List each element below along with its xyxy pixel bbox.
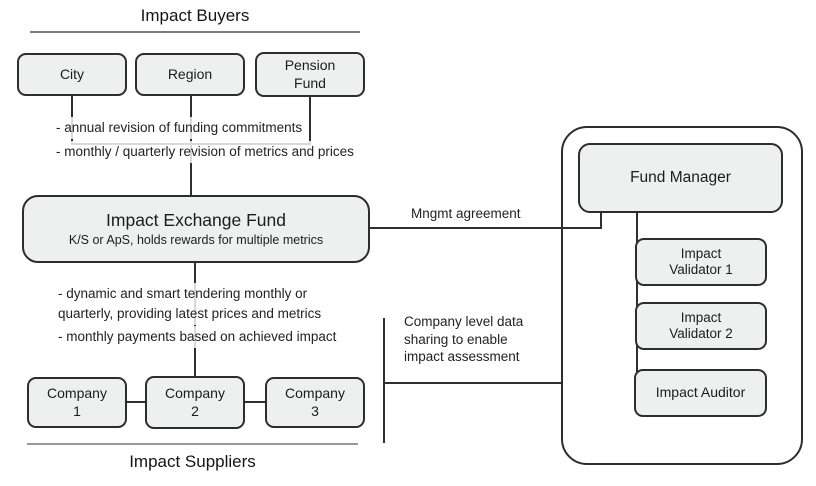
fund-manager-node: Fund Manager xyxy=(578,143,783,213)
impact-validator-1-node: Impact Validator 1 xyxy=(635,238,767,286)
note-monthly-payments: - monthly payments based on achieved imp… xyxy=(54,326,341,348)
connector-pension-down xyxy=(309,96,311,144)
pension-fund-label-line1: Pension xyxy=(284,57,336,74)
impact-validator-2-label-line1: Impact xyxy=(680,309,722,325)
pension-fund-label-line2: Fund xyxy=(294,74,326,91)
pension-fund-node: Pension Fund xyxy=(255,52,365,97)
note-dynamic-tendering-line1: - dynamic and smart tendering monthly or xyxy=(58,286,308,301)
connector-manager-to-validators xyxy=(636,212,638,372)
impact-validator-2-node: Impact Validator 2 xyxy=(635,302,767,350)
data-sharing-line3: impact assessment xyxy=(404,349,520,364)
note-annual-revision: - annual revision of funding commitments xyxy=(52,117,307,139)
divider-data-sharing xyxy=(383,318,385,443)
connector-fund-to-manager xyxy=(370,227,602,229)
impact-exchange-fund-subtitle: K/S or ApS, holds rewards for multiple m… xyxy=(68,233,324,248)
company-3-node: Company 3 xyxy=(265,377,365,428)
fund-manager-label: Fund Manager xyxy=(630,168,731,186)
company-2-label-line2: 2 xyxy=(191,402,199,419)
impact-auditor-node: Impact Auditor xyxy=(634,369,767,417)
region-node: Region xyxy=(135,53,245,96)
company-2-label-line1: Company xyxy=(165,385,225,402)
company-1-label-line2: 1 xyxy=(73,402,81,419)
city-label: City xyxy=(59,65,85,82)
impact-auditor-label: Impact Auditor xyxy=(655,384,746,401)
impact-buyers-underline xyxy=(30,31,360,33)
impact-buyers-title: Impact Buyers xyxy=(140,6,250,25)
region-label: Region xyxy=(167,65,213,82)
connector-company1-company2 xyxy=(127,401,145,403)
impact-suppliers-title: Impact Suppliers xyxy=(129,452,256,471)
impact-suppliers-underline xyxy=(27,443,358,445)
company-1-label-line1: Company xyxy=(47,385,107,402)
data-sharing-label: Company level data sharing to enable imp… xyxy=(400,312,528,367)
impact-validator-1-label-line2: Validator 1 xyxy=(669,262,733,277)
connector-company2-company3 xyxy=(245,401,265,403)
note-dynamic-tendering: - dynamic and smart tendering monthly or… xyxy=(54,283,326,325)
connector-manager-stub xyxy=(600,213,602,229)
impact-validator-2-label-line2: Validator 2 xyxy=(669,326,733,341)
note-monthly-quarterly-revision: - monthly / quarterly revision of metric… xyxy=(52,141,358,163)
data-sharing-line2: sharing to enable xyxy=(404,331,508,347)
connector-data-sharing xyxy=(383,382,561,384)
note-dynamic-tendering-line2: quarterly, providing latest prices and m… xyxy=(58,306,322,321)
impact-exchange-fund-title: Impact Exchange Fund xyxy=(106,209,286,230)
company-3-label-line2: 3 xyxy=(311,402,319,419)
company-3-label-line1: Company xyxy=(285,385,345,402)
company-2-node: Company 2 xyxy=(145,376,245,429)
impact-exchange-fund-node: Impact Exchange Fund K/S or ApS, holds r… xyxy=(22,195,370,263)
impact-validator-1-label-line1: Impact xyxy=(680,245,722,261)
mngmt-agreement-label: Mngmt agreement xyxy=(407,203,525,225)
data-sharing-line1: Company level data xyxy=(404,314,524,329)
city-node: City xyxy=(17,53,127,96)
company-1-node: Company 1 xyxy=(27,377,127,428)
